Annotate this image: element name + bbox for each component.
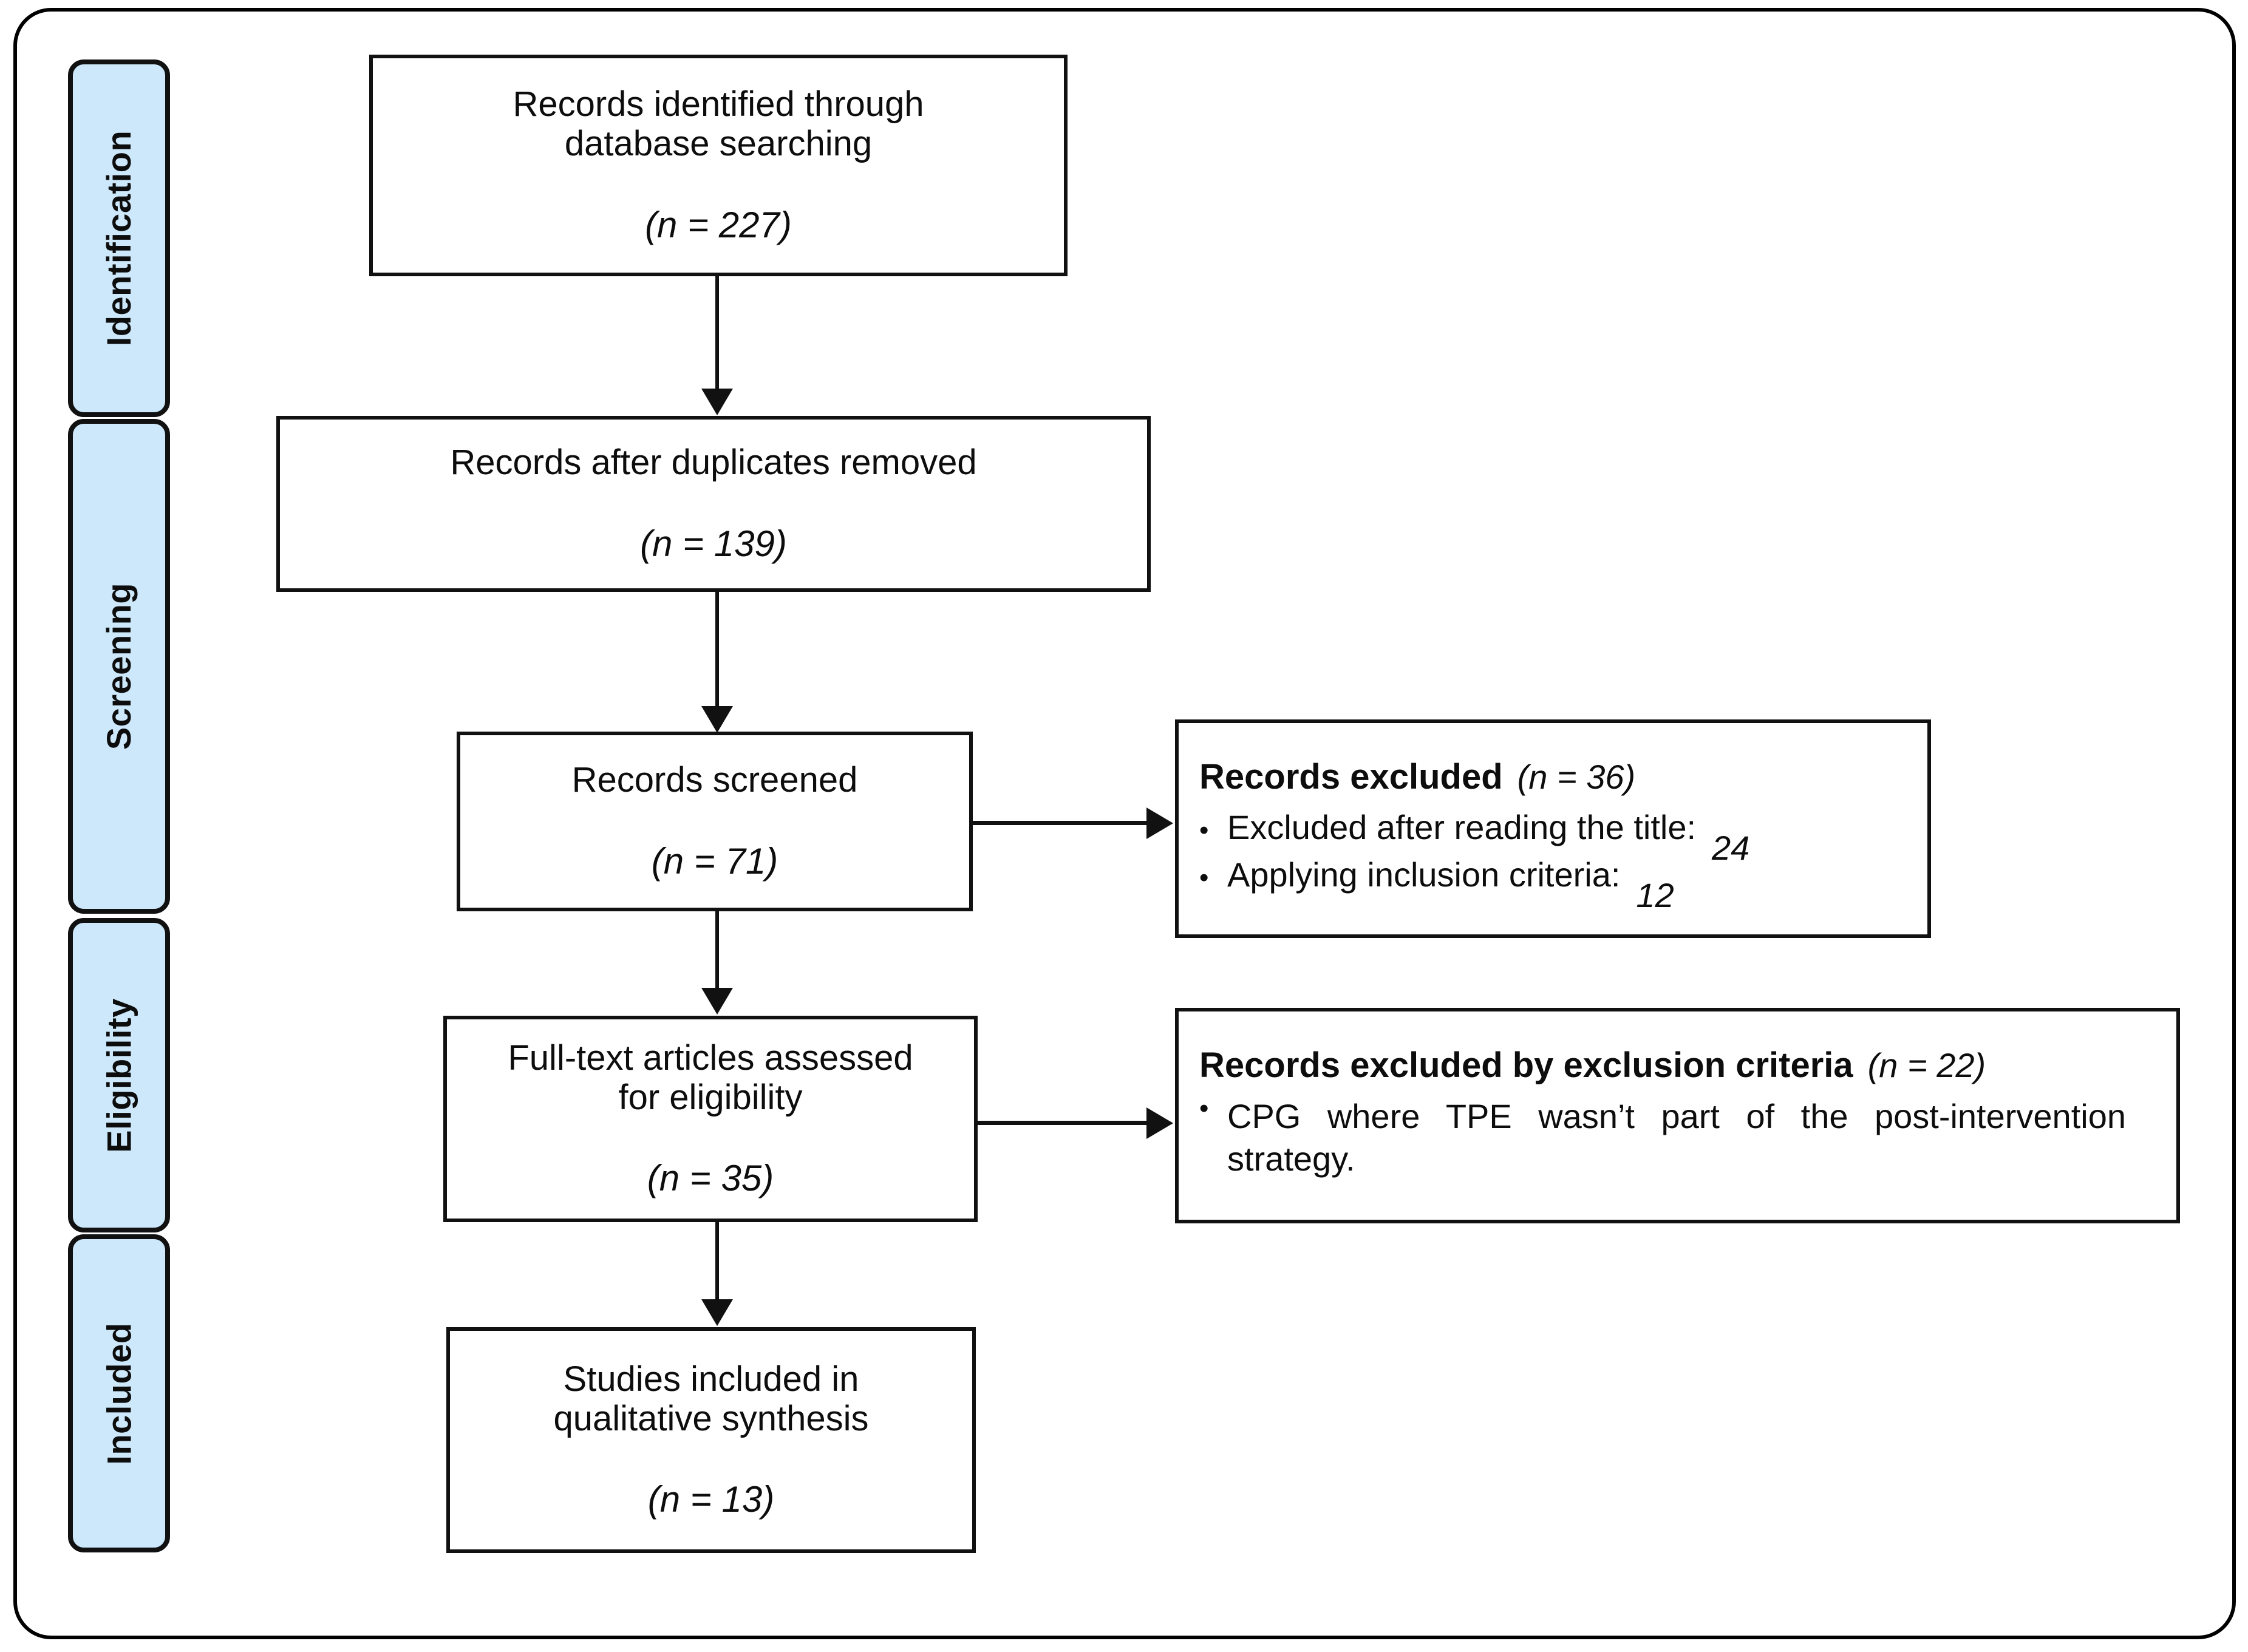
arrowhead-screened-to-fulltext <box>701 988 733 1015</box>
box-studies-included-count: (n = 13) <box>647 1479 775 1520</box>
bullet-icon: • <box>1199 862 1209 892</box>
box-fulltext-assessed-line1: Full-text articles assessed <box>508 1038 913 1078</box>
box-records-screened-count: (n = 71) <box>651 840 778 882</box>
excluded-eligibility-count: (n = 22) <box>1867 1046 1986 1084</box>
stage-tab-screening[interactable]: Screening <box>68 419 170 914</box>
box-fulltext-assessed: Full-text articles assessed for eligibil… <box>443 1016 978 1222</box>
stage-tab-included[interactable]: Included <box>68 1234 170 1552</box>
box-records-screened: Records screened (n = 71) <box>457 732 973 911</box>
box-records-screened-line1: Records screened <box>571 760 858 800</box>
connector-screened-to-fulltext <box>715 911 719 989</box>
connector-fulltext-to-included <box>715 1222 719 1301</box>
excluded-eligibility-item-0-text: CPG where TPE wasn’t part of the post-in… <box>1227 1097 2126 1178</box>
connector-identified-to-duplicates <box>715 276 719 390</box>
box-records-identified-count: (n = 227) <box>645 204 792 245</box>
excluded-screening-item-0-count: 24 <box>1712 829 1750 868</box>
box-studies-included-line1: Studies included in <box>563 1359 859 1399</box>
box-fulltext-assessed-line2: for eligibility <box>618 1077 803 1117</box>
list-item: • Excluded after reading the title: 24 <box>1199 807 1909 867</box>
box-records-identified-line2: database searching <box>564 124 873 163</box>
excluded-eligibility-title: Records excluded by exclusion criteria <box>1199 1045 1853 1085</box>
bullet-icon: • <box>1199 1093 1209 1123</box>
connector-screened-to-excluded <box>973 821 1149 825</box>
arrowhead-screened-to-excluded <box>1146 807 1173 839</box>
stage-tab-included-label: Included <box>100 1322 138 1465</box>
connector-fulltext-to-excluded <box>978 1121 1149 1125</box>
excluded-screening-count: (n = 36) <box>1517 758 1636 797</box>
stage-tab-identification[interactable]: Identification <box>68 59 170 417</box>
box-records-excluded-screening: Records excluded (n = 36) • Excluded aft… <box>1175 719 1931 938</box>
stage-tab-identification-label: Identification <box>100 130 138 347</box>
excluded-screening-item-1-count: 12 <box>1636 875 1674 914</box>
bullet-icon: • <box>1199 815 1209 846</box>
box-studies-included-line2: qualitative synthesis <box>553 1398 869 1438</box>
box-records-identified-line1: Records identified through <box>513 84 924 124</box>
excluded-screening-item-1-text: Applying inclusion criteria: <box>1227 855 1621 894</box>
arrowhead-fulltext-to-excluded <box>1146 1107 1173 1139</box>
excluded-eligibility-header: Records excluded by exclusion criteria (… <box>1199 1045 2158 1086</box>
excluded-screening-title: Records excluded <box>1199 757 1503 797</box>
excluded-screening-item-0-text: Excluded after reading the title: <box>1227 808 1697 847</box>
list-item: • CPG where TPE wasn’t part of the post-… <box>1199 1095 2158 1180</box>
box-duplicates-removed: Records after duplicates removed (n = 13… <box>276 416 1151 592</box>
connector-duplicates-to-screened <box>715 592 719 707</box>
stage-tab-eligibility[interactable]: Eligibility <box>68 918 170 1232</box>
box-records-identified: Records identified through database sear… <box>369 55 1068 276</box>
box-fulltext-assessed-count: (n = 35) <box>647 1158 774 1199</box>
list-item: • Applying inclusion criteria: 12 <box>1199 854 1909 914</box>
arrowhead-fulltext-to-included <box>701 1299 733 1326</box>
box-duplicates-removed-count: (n = 139) <box>640 523 787 564</box>
stage-tab-eligibility-label: Eligibility <box>100 998 138 1153</box>
arrowhead-duplicates-to-screened <box>701 706 733 733</box>
box-duplicates-removed-line1: Records after duplicates removed <box>450 443 977 483</box>
excluded-screening-header: Records excluded (n = 36) <box>1199 756 1909 797</box>
box-records-excluded-eligibility: Records excluded by exclusion criteria (… <box>1175 1008 2180 1223</box>
arrowhead-identified-to-duplicates <box>701 389 733 415</box>
box-studies-included: Studies included in qualitative synthesi… <box>446 1327 976 1553</box>
stage-tab-screening-label: Screening <box>100 582 138 750</box>
